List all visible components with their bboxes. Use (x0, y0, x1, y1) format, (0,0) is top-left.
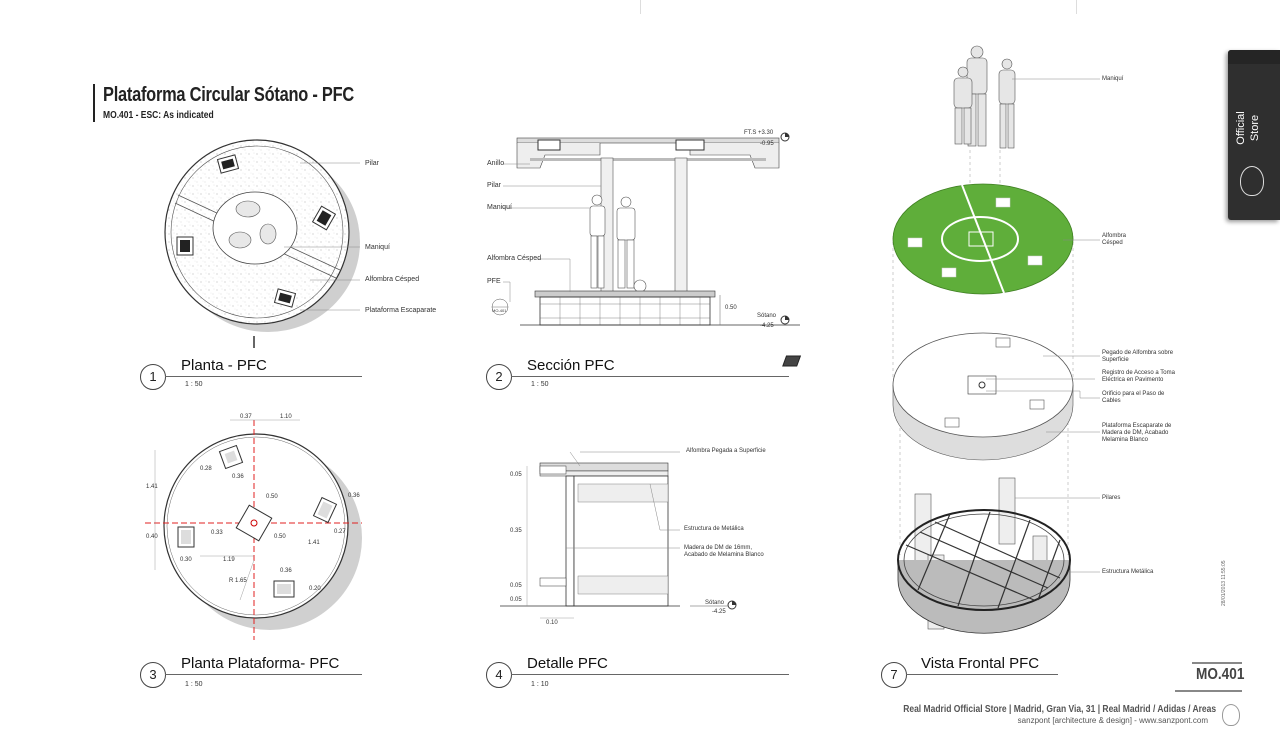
label-pilares: Pilares (1102, 495, 1121, 501)
label-maniqui: Maniquí (365, 244, 390, 251)
label-orificio-1: Orificio para el Paso de (1102, 391, 1165, 397)
label-alfombra-pegada: Alfombra Pegada a Superficie (686, 448, 766, 454)
level-top-value: -0.95 (760, 141, 774, 147)
view-title-rule (906, 674, 1058, 675)
dim-text: 0.36 (348, 493, 360, 499)
dim-text: 0.27 (334, 529, 346, 535)
label-plataforma-2: Madera de DM, Acabado (1102, 430, 1169, 436)
view-title-4: Detalle PFC (527, 655, 608, 672)
sheet-subtitle: MO.401 - ESC: As indicated (103, 110, 214, 121)
dim-text: 0.40 (146, 534, 158, 540)
label-maniqui: Maniquí (1102, 76, 1124, 82)
view-number-3: 3 (140, 662, 166, 688)
level-value: -4.25 (712, 609, 726, 615)
view-number-2: 2 (486, 364, 512, 390)
label-pfe: PFE (487, 278, 501, 285)
label-orificio-2: Cables (1102, 398, 1121, 404)
label-alfombra: Alfombra Césped (365, 276, 420, 283)
view-scale-1: 1 : 50 (185, 381, 203, 388)
label-plataforma: Plataforma Escaparate (365, 307, 437, 314)
label-maniqui: Maniquí (487, 204, 512, 211)
level-name: Sótano (705, 600, 725, 606)
dim-text: 0.10 (546, 620, 558, 626)
dim-text: 0.50 (266, 494, 278, 500)
sheet-number: MO.401 (1196, 666, 1245, 683)
footer-firm-line: sanzpont [architecture & design] - www.s… (1017, 716, 1208, 725)
label-anillo: Anillo (487, 160, 505, 167)
label-registro-2: Eléctrica en Pavimento (1102, 377, 1164, 383)
level-top-name: FT.S +3.30 (744, 130, 774, 136)
date-stamp: 28/01/2013 11:55:05 (1221, 560, 1227, 606)
dim-text: 0.20 (309, 586, 321, 592)
view-scale-3: 1 : 50 (185, 681, 203, 688)
view-title-rule (511, 376, 789, 377)
dim-text: 0.37 (240, 414, 252, 420)
tab-text-store: Store (1249, 114, 1261, 142)
dim-text: 1.10 (280, 414, 292, 420)
dim-text: 0.33 (211, 530, 223, 536)
view-title-7: Vista Frontal PFC (921, 655, 1040, 672)
tab-text-official: Official (1235, 111, 1247, 145)
label-plataforma-1: Plataforma Escaparate de (1102, 423, 1172, 429)
label-plataforma-3: Melamina Blanco (1102, 437, 1149, 443)
dimension-text: 0.50 (725, 305, 737, 311)
level-bottom-name: Sótano (757, 313, 777, 319)
dim-text: 0.28 (200, 466, 212, 472)
real-madrid-crest-icon (1240, 166, 1264, 196)
label-pegado-2: Superficie (1102, 357, 1129, 363)
section-tag: MO-401 (492, 308, 507, 313)
label-alfombra-1: Alfombra (1102, 233, 1127, 239)
dim-text: 0.36 (280, 568, 292, 574)
official-store-tab: Official Store (1228, 50, 1280, 220)
dim-text: 0.30 (180, 557, 192, 563)
dim-text: 0.50 (274, 534, 286, 540)
view-title-2: Sección PFC (527, 357, 615, 374)
dim-text: 0.36 (232, 474, 244, 480)
label-madera-1: Madera de DM de 16mm, (684, 545, 753, 551)
view-title-rule (165, 376, 362, 377)
title-bar-accent (93, 84, 95, 122)
real-madrid-crest-icon (1222, 704, 1240, 726)
dim-text: 1.41 (146, 484, 158, 490)
dim-text: 1.41 (308, 540, 320, 546)
label-pegado-1: Pegado de Alfombra sobre (1102, 350, 1174, 356)
label-madera-2: Acabado de Melamina Blanco (684, 552, 764, 558)
sheet-title: Plataforma Circular Sótano - PFC (103, 84, 354, 106)
dim-text: 0.35 (510, 528, 522, 534)
view-scale-2: 1 : 50 (531, 381, 549, 388)
footer-project-line: Real Madrid Official Store | Madrid, Gra… (903, 704, 1216, 715)
view-title-3: Planta Plataforma- PFC (181, 655, 340, 672)
sheet-number-rule (1192, 662, 1242, 664)
label-alfombra: Alfombra Césped (487, 255, 542, 262)
view-title-rule (165, 674, 362, 675)
dim-text: 0.05 (510, 583, 522, 589)
view-scale-4: 1 : 10 (531, 681, 549, 688)
sheet-number-rule (1175, 690, 1242, 692)
label-pilar: Pilar (365, 160, 380, 167)
label-registro-1: Registro de Acceso a Toma (1102, 370, 1175, 376)
label-estructura: Estructura de Metálica (684, 526, 744, 532)
dim-text: 0.05 (510, 472, 522, 478)
dim-text: R 1.65 (229, 578, 247, 584)
level-bottom-value: -4.25 (760, 323, 774, 329)
view-number-4: 4 (486, 662, 512, 688)
view-number-1: 1 (140, 364, 166, 390)
view-title-1: Planta - PFC (181, 357, 267, 374)
crop-mark (640, 0, 641, 14)
dim-text: 1.19 (223, 557, 235, 563)
tab-stitch (1228, 50, 1280, 64)
label-estructura-metalica: Estructura Metálica (1102, 569, 1154, 575)
view-number-7: 7 (881, 662, 907, 688)
label-pilar: Pilar (487, 182, 502, 189)
view-title-rule (511, 674, 789, 675)
crop-mark (1076, 0, 1077, 14)
dim-text: 0.05 (510, 597, 522, 603)
label-alfombra-2: Césped (1102, 240, 1123, 246)
